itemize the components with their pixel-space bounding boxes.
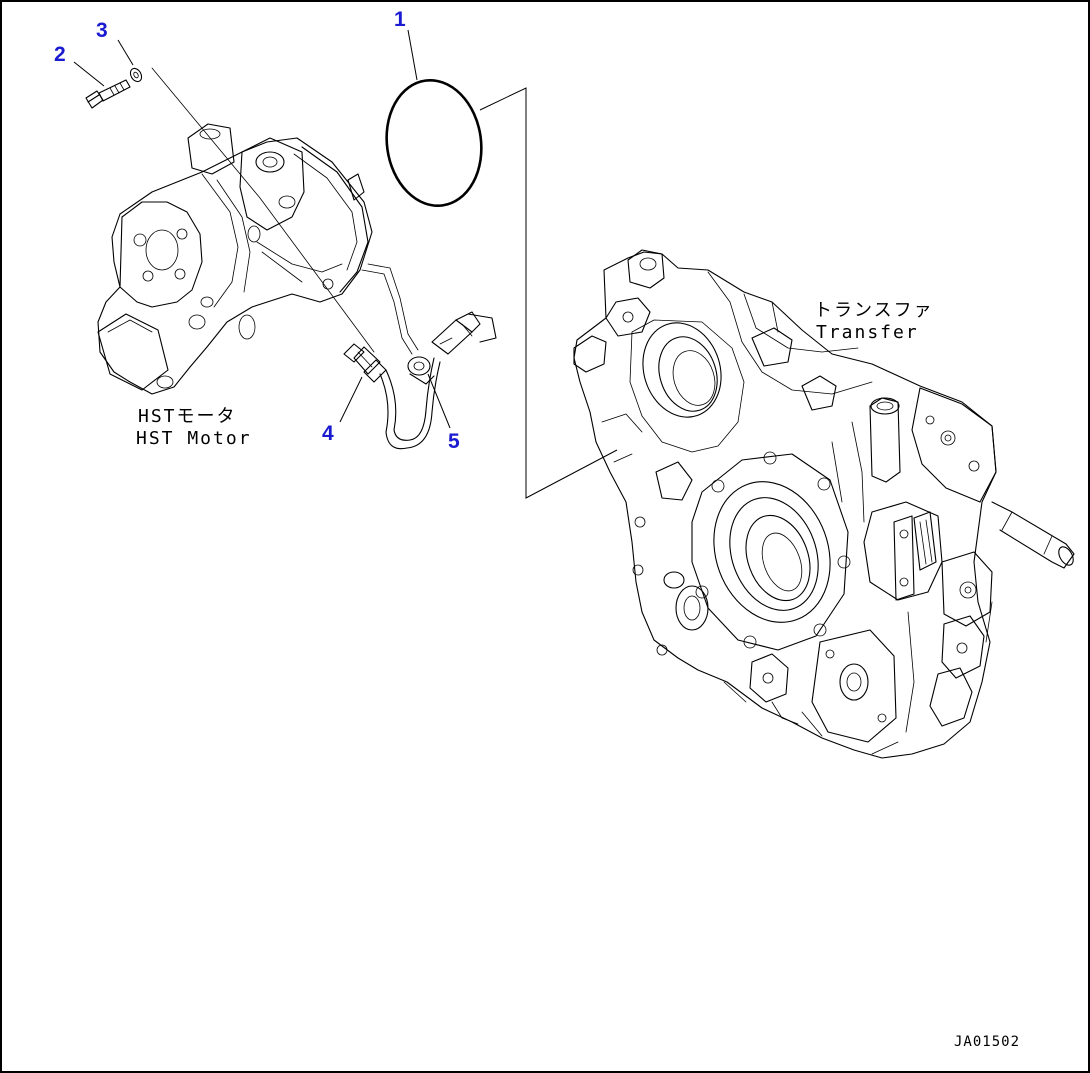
callout-5: 5 xyxy=(448,430,460,453)
leader-bolt-assembly xyxy=(151,67,375,353)
leader-5 xyxy=(427,373,451,429)
leader-oring-bracket xyxy=(479,87,618,499)
callout-3: 3 xyxy=(96,19,108,42)
component-labels: HSTモータ HST Motor トランスファ Transfer xyxy=(136,300,934,449)
leader-1 xyxy=(407,29,418,81)
sensor-harness xyxy=(343,263,497,450)
bolt-part xyxy=(85,79,131,109)
drawing-code: JA01502 xyxy=(954,1034,1020,1050)
callout-2: 2 xyxy=(54,43,66,66)
callout-4: 4 xyxy=(322,422,334,445)
leader-4 xyxy=(339,376,363,423)
transfer-case xyxy=(573,249,1075,759)
o-ring-part xyxy=(385,78,483,208)
hst-motor xyxy=(97,123,373,395)
leader-2 xyxy=(73,61,105,87)
callout-numbers: 1 2 3 4 5 xyxy=(54,8,460,453)
washer-part xyxy=(129,67,143,83)
callout-1: 1 xyxy=(394,8,406,31)
motor-label-jp: HSTモータ xyxy=(138,406,237,427)
transfer-label-en: Transfer xyxy=(816,322,919,343)
leader-lines xyxy=(73,29,618,499)
leader-3 xyxy=(117,39,134,66)
transfer-label-jp: トランスファ xyxy=(814,300,934,321)
motor-label-en: HST Motor xyxy=(136,428,252,449)
